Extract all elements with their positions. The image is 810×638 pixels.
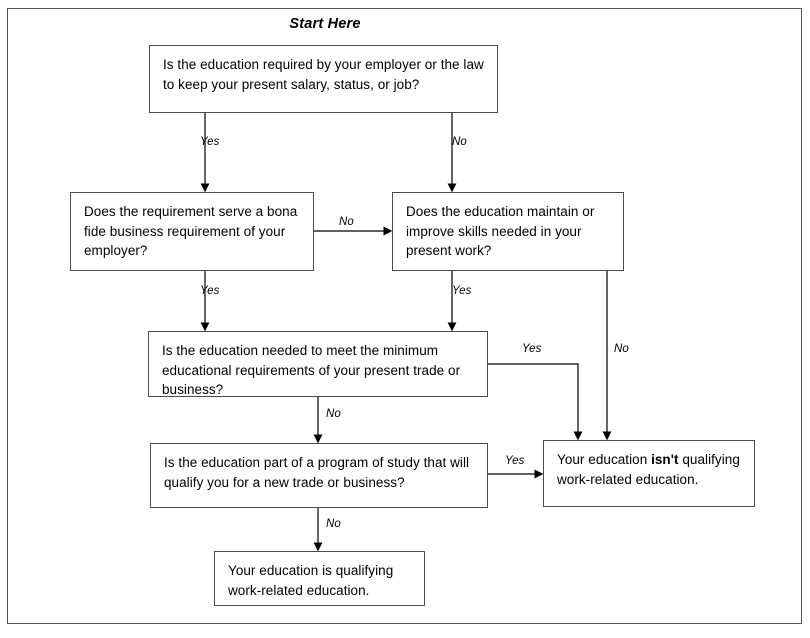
edge-label-bona-fide-yes: Yes xyxy=(200,285,220,297)
node-question-required: Is the education required by your employ… xyxy=(149,45,498,113)
result-not-qualifying-text-pre: Your education xyxy=(557,452,652,467)
node-question-maintain: Does the education maintain or improve s… xyxy=(392,192,624,271)
edge-label-required-yes: Yes xyxy=(200,136,220,148)
result-not-qualifying-emphasis: isn't xyxy=(651,452,679,467)
node-result-not-qualifying: Your education isn't qualifying work-rel… xyxy=(543,440,755,507)
edge-label-maintain-no: No xyxy=(614,343,629,355)
edge-label-new-trade-no: No xyxy=(326,518,341,530)
edge-label-bona-fide-no: No xyxy=(339,216,354,228)
node-question-new-trade: Is the education part of a program of st… xyxy=(150,443,488,508)
edge-label-minimum-yes: Yes xyxy=(522,343,542,355)
result-not-qualifying-text-post: qualifying work-related education. xyxy=(557,452,740,487)
edge-minimum-yes xyxy=(487,363,583,441)
node-result-qualifying: Your education is qualifying work-relate… xyxy=(214,551,425,606)
node-question-bona-fide: Does the requirement serve a bona fide b… xyxy=(70,192,314,271)
edge-label-minimum-no: No xyxy=(326,408,341,420)
edge-label-new-trade-yes: Yes xyxy=(505,455,525,467)
edge-label-required-no: No xyxy=(452,136,467,148)
edge-label-maintain-yes: Yes xyxy=(452,285,472,297)
diagram-title: Start Here xyxy=(289,16,361,32)
node-question-minimum: Is the education needed to meet the mini… xyxy=(148,331,488,397)
